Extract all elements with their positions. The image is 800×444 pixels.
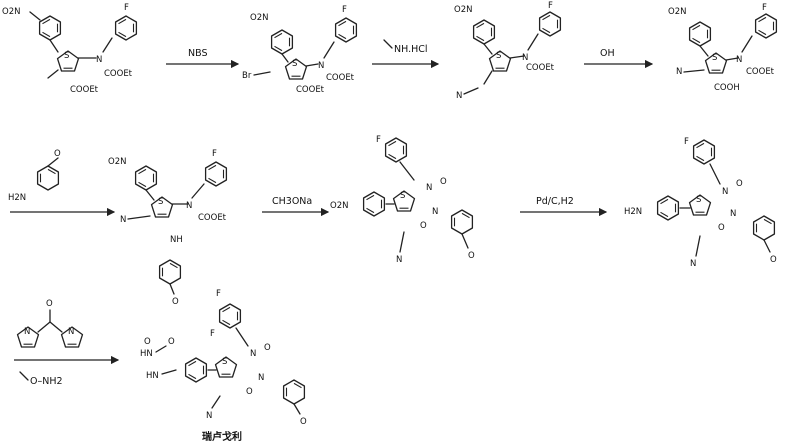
n-label: N bbox=[396, 255, 402, 265]
n-label: N bbox=[690, 259, 696, 269]
o-label: O bbox=[168, 337, 175, 347]
compound-relugolix: O HN O HN S F F N O N O O N 瑞卢戈利 bbox=[140, 289, 307, 443]
s-label: S bbox=[158, 197, 163, 207]
n-label: N bbox=[258, 373, 264, 383]
o-label: O bbox=[468, 251, 475, 261]
s-label: S bbox=[400, 191, 405, 201]
nh2-label: H2N bbox=[8, 193, 26, 203]
compound-4: O2N S N N F COOEt COOH bbox=[668, 3, 778, 93]
o-label: O bbox=[736, 179, 743, 189]
o-label: O bbox=[54, 149, 61, 159]
s-label: S bbox=[496, 51, 501, 61]
compound-1: O2N S N F COOEt COOEt bbox=[2, 3, 138, 95]
reaction-arrow-4: H2N O bbox=[8, 149, 116, 217]
s-label: S bbox=[292, 59, 297, 69]
compound-2: O2N S Br N F COOEt COOEt bbox=[242, 5, 358, 95]
f-label: F bbox=[216, 289, 221, 299]
reagent-label: OH bbox=[600, 48, 615, 59]
reaction-arrow-2: NH.HCl bbox=[372, 39, 440, 69]
f-label: F bbox=[548, 1, 553, 11]
o-label: O bbox=[718, 223, 725, 233]
reaction-arrow-6: Pd/C,H2 bbox=[520, 196, 608, 217]
n-label: N bbox=[730, 209, 736, 219]
f-label: F bbox=[342, 5, 347, 15]
n-label: N bbox=[432, 207, 438, 217]
nh-label: NH bbox=[170, 235, 183, 245]
n-label: N bbox=[736, 55, 742, 65]
cooet-label: COOEt bbox=[326, 73, 355, 83]
o-label: O bbox=[246, 387, 253, 397]
f-label: F bbox=[212, 149, 217, 159]
cooh-label: COOH bbox=[714, 83, 740, 93]
cooet-label: COOEt bbox=[70, 85, 99, 95]
n-label: N bbox=[676, 67, 682, 77]
f-label: F bbox=[376, 135, 381, 145]
cooet-label: COOEt bbox=[296, 85, 325, 95]
hn-label: HN bbox=[146, 371, 159, 381]
n-label: N bbox=[250, 349, 256, 359]
o-label: O bbox=[144, 337, 151, 347]
f-label: F bbox=[684, 137, 689, 147]
n-label: N bbox=[522, 53, 528, 63]
n-label: N bbox=[186, 201, 192, 211]
f-label: F bbox=[124, 3, 129, 13]
o-label: O bbox=[264, 343, 271, 353]
nh2-right-label: H2N bbox=[624, 207, 642, 217]
o-label: O bbox=[300, 417, 307, 427]
no2-label: O2N bbox=[2, 7, 20, 17]
s-label: S bbox=[696, 195, 701, 205]
reagent-label: NH.HCl bbox=[394, 44, 428, 55]
n-label: N bbox=[120, 215, 126, 225]
o-label: O bbox=[440, 177, 447, 187]
s-label: S bbox=[222, 357, 227, 367]
cooet-label: COOEt bbox=[526, 63, 555, 73]
reaction-arrow-1: NBS bbox=[166, 48, 240, 69]
s-label: S bbox=[712, 53, 717, 63]
reagent-label: NBS bbox=[188, 48, 208, 59]
no2-label: O2N bbox=[454, 5, 472, 15]
compound-6: O2N S F N O N O O N bbox=[330, 135, 475, 265]
compound-7: H2N S F N O N O O N bbox=[624, 137, 777, 269]
cooet-label: COOEt bbox=[198, 213, 227, 223]
n-label: N bbox=[426, 183, 432, 193]
o-label: O bbox=[46, 299, 53, 309]
f-label: F bbox=[210, 329, 215, 339]
compound-5: O2N S N N F COOEt NH O bbox=[108, 149, 228, 307]
n-label: N bbox=[456, 91, 462, 101]
cooet-label: COOEt bbox=[746, 67, 775, 77]
reaction-arrow-5: CH3ONa bbox=[262, 196, 330, 217]
hn-label: HN bbox=[140, 349, 153, 359]
no2-label: O2N bbox=[330, 201, 348, 211]
product-caption: 瑞卢戈利 bbox=[202, 430, 242, 443]
br-label: Br bbox=[242, 71, 252, 81]
reaction-arrow-7: N N O O–NH2 bbox=[14, 299, 120, 387]
n-label: N bbox=[24, 327, 30, 337]
o-label: O bbox=[420, 221, 427, 231]
o-label: O bbox=[770, 255, 777, 265]
no2-label: O2N bbox=[108, 157, 126, 167]
reagent-label: CH3ONa bbox=[272, 196, 312, 207]
o-label: O bbox=[172, 297, 179, 307]
no2-label: O2N bbox=[668, 7, 686, 17]
s-label: S bbox=[64, 51, 69, 61]
reagent-label: O–NH2 bbox=[30, 376, 63, 387]
n-label: N bbox=[68, 327, 74, 337]
cooet-label: COOEt bbox=[104, 69, 133, 79]
n-label: N bbox=[318, 61, 324, 71]
n-label: N bbox=[96, 55, 102, 65]
reaction-arrow-3: OH bbox=[584, 48, 654, 69]
f-label: F bbox=[762, 3, 767, 13]
n-label: N bbox=[206, 411, 212, 421]
n-label: N bbox=[722, 187, 728, 197]
no2-label: O2N bbox=[250, 13, 268, 23]
compound-3: O2N S N N F COOEt bbox=[454, 1, 562, 101]
reagent-label: Pd/C,H2 bbox=[536, 196, 574, 207]
